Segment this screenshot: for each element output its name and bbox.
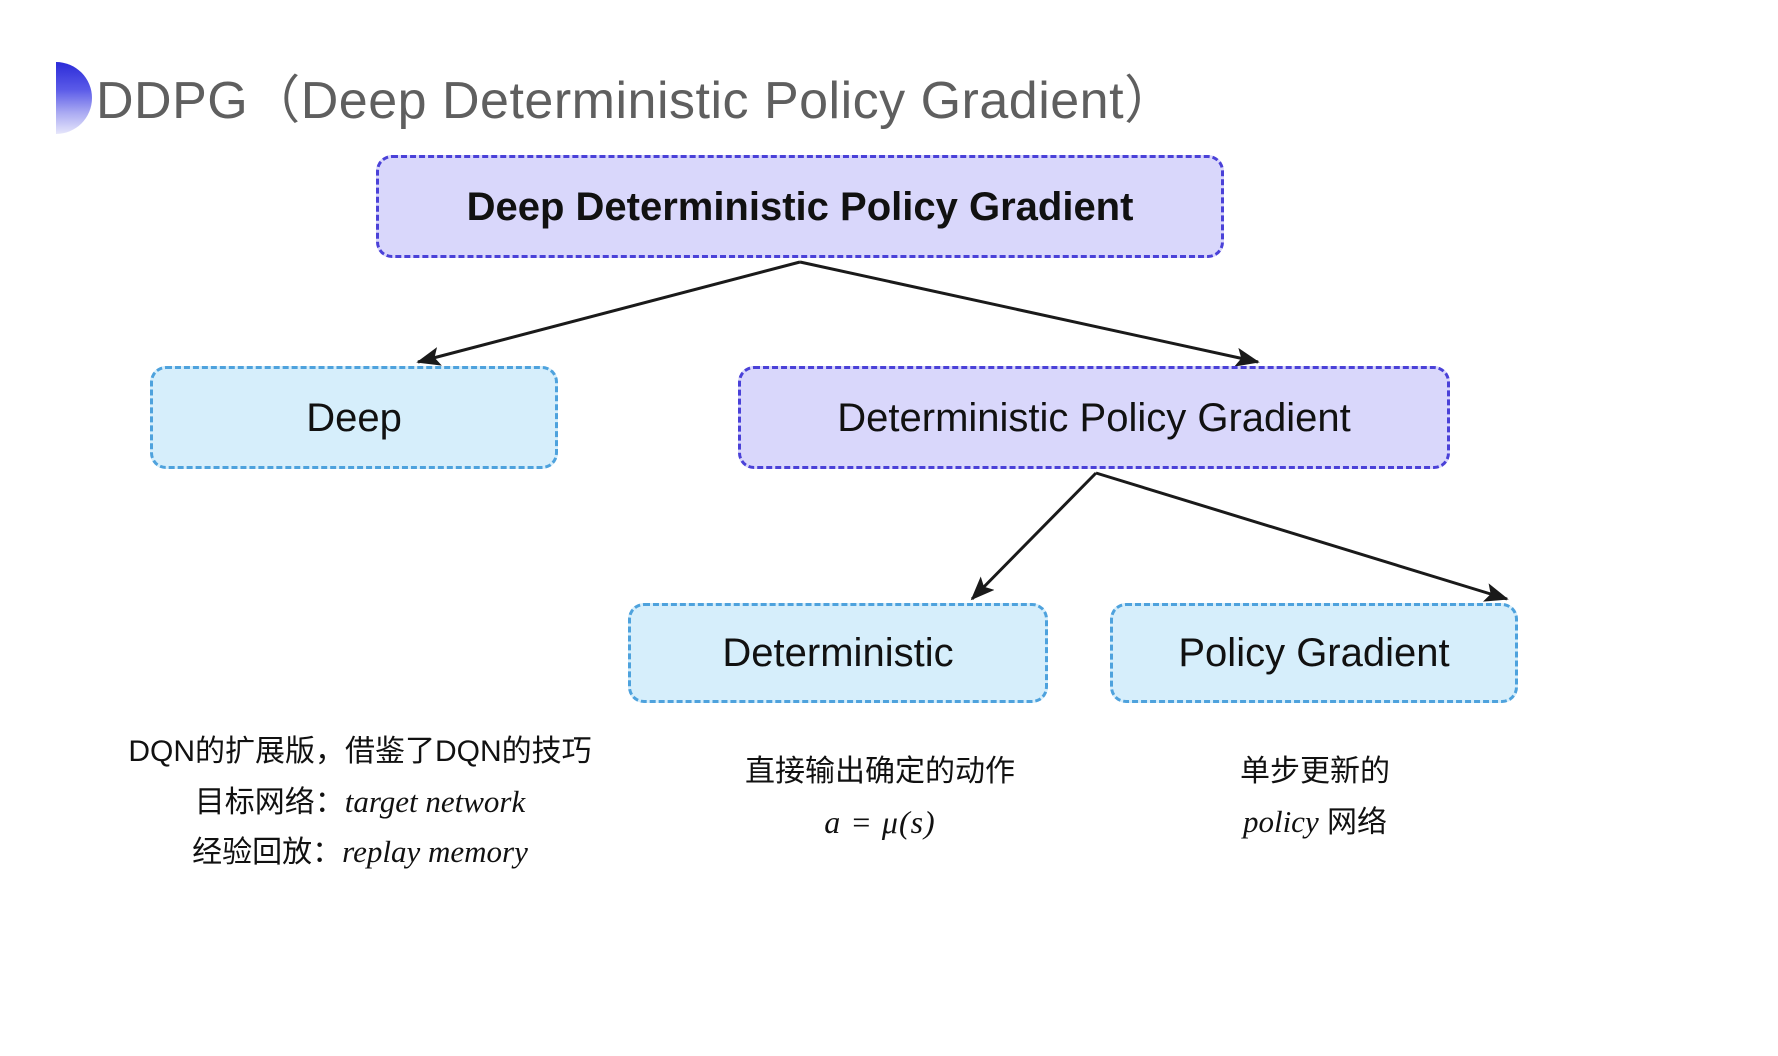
annotation-deterministic-formula: a = μ(s): [824, 803, 936, 840]
annotation-deep-line2-value: target network: [344, 783, 526, 819]
annotation-policy-gradient-line1: 单步更新的: [1240, 755, 1390, 788]
node-deterministic-policy-gradient[interactable]: Deterministic Policy Gradient: [738, 366, 1450, 469]
annotation-deep-line3-label: 经验回放：: [192, 836, 343, 870]
annotation-deterministic: 直接输出确定的动作 a = μ(s): [705, 748, 1055, 848]
annotation-policy-gradient-line2-value: policy: [1242, 803, 1319, 839]
annotation-deterministic-line1: 直接输出确定的动作: [745, 755, 1015, 788]
annotation-deep: DQN的扩展版，借鉴了DQN的技巧 目标网络：target network 经验…: [120, 728, 600, 878]
edge-dpg-deterministic: [970, 471, 1098, 601]
annotation-deep-line2: 目标网络：target network: [120, 777, 600, 828]
annotation-deep-line1: DQN的扩展版，借鉴了DQN的技巧: [128, 735, 592, 768]
node-deep-deterministic-policy-gradient[interactable]: Deep Deterministic Policy Gradient: [376, 155, 1224, 258]
node-deep[interactable]: Deep: [150, 366, 558, 469]
edge-dpg-policy-gradient: [1095, 471, 1509, 602]
annotation-deep-line3: 经验回放：replay memory: [120, 827, 600, 878]
edge-root-dpg: [799, 260, 1260, 367]
page-title: DDPG（Deep Deterministic Policy Gradient）: [96, 72, 1177, 130]
node-policy-gradient[interactable]: Policy Gradient: [1110, 603, 1518, 703]
half-circle-gradient-icon: [56, 62, 92, 134]
annotation-policy-gradient-line2: policy 网络: [1160, 797, 1470, 848]
annotation-policy-gradient-line2-suffix: 网络: [1318, 805, 1388, 839]
node-deterministic[interactable]: Deterministic: [628, 603, 1048, 703]
edge-root-deep: [416, 260, 801, 366]
annotation-deep-line3-value: replay memory: [342, 834, 528, 870]
annotation-policy-gradient: 单步更新的 policy 网络: [1160, 748, 1470, 847]
annotation-deep-line2-label: 目标网络：: [194, 785, 345, 819]
